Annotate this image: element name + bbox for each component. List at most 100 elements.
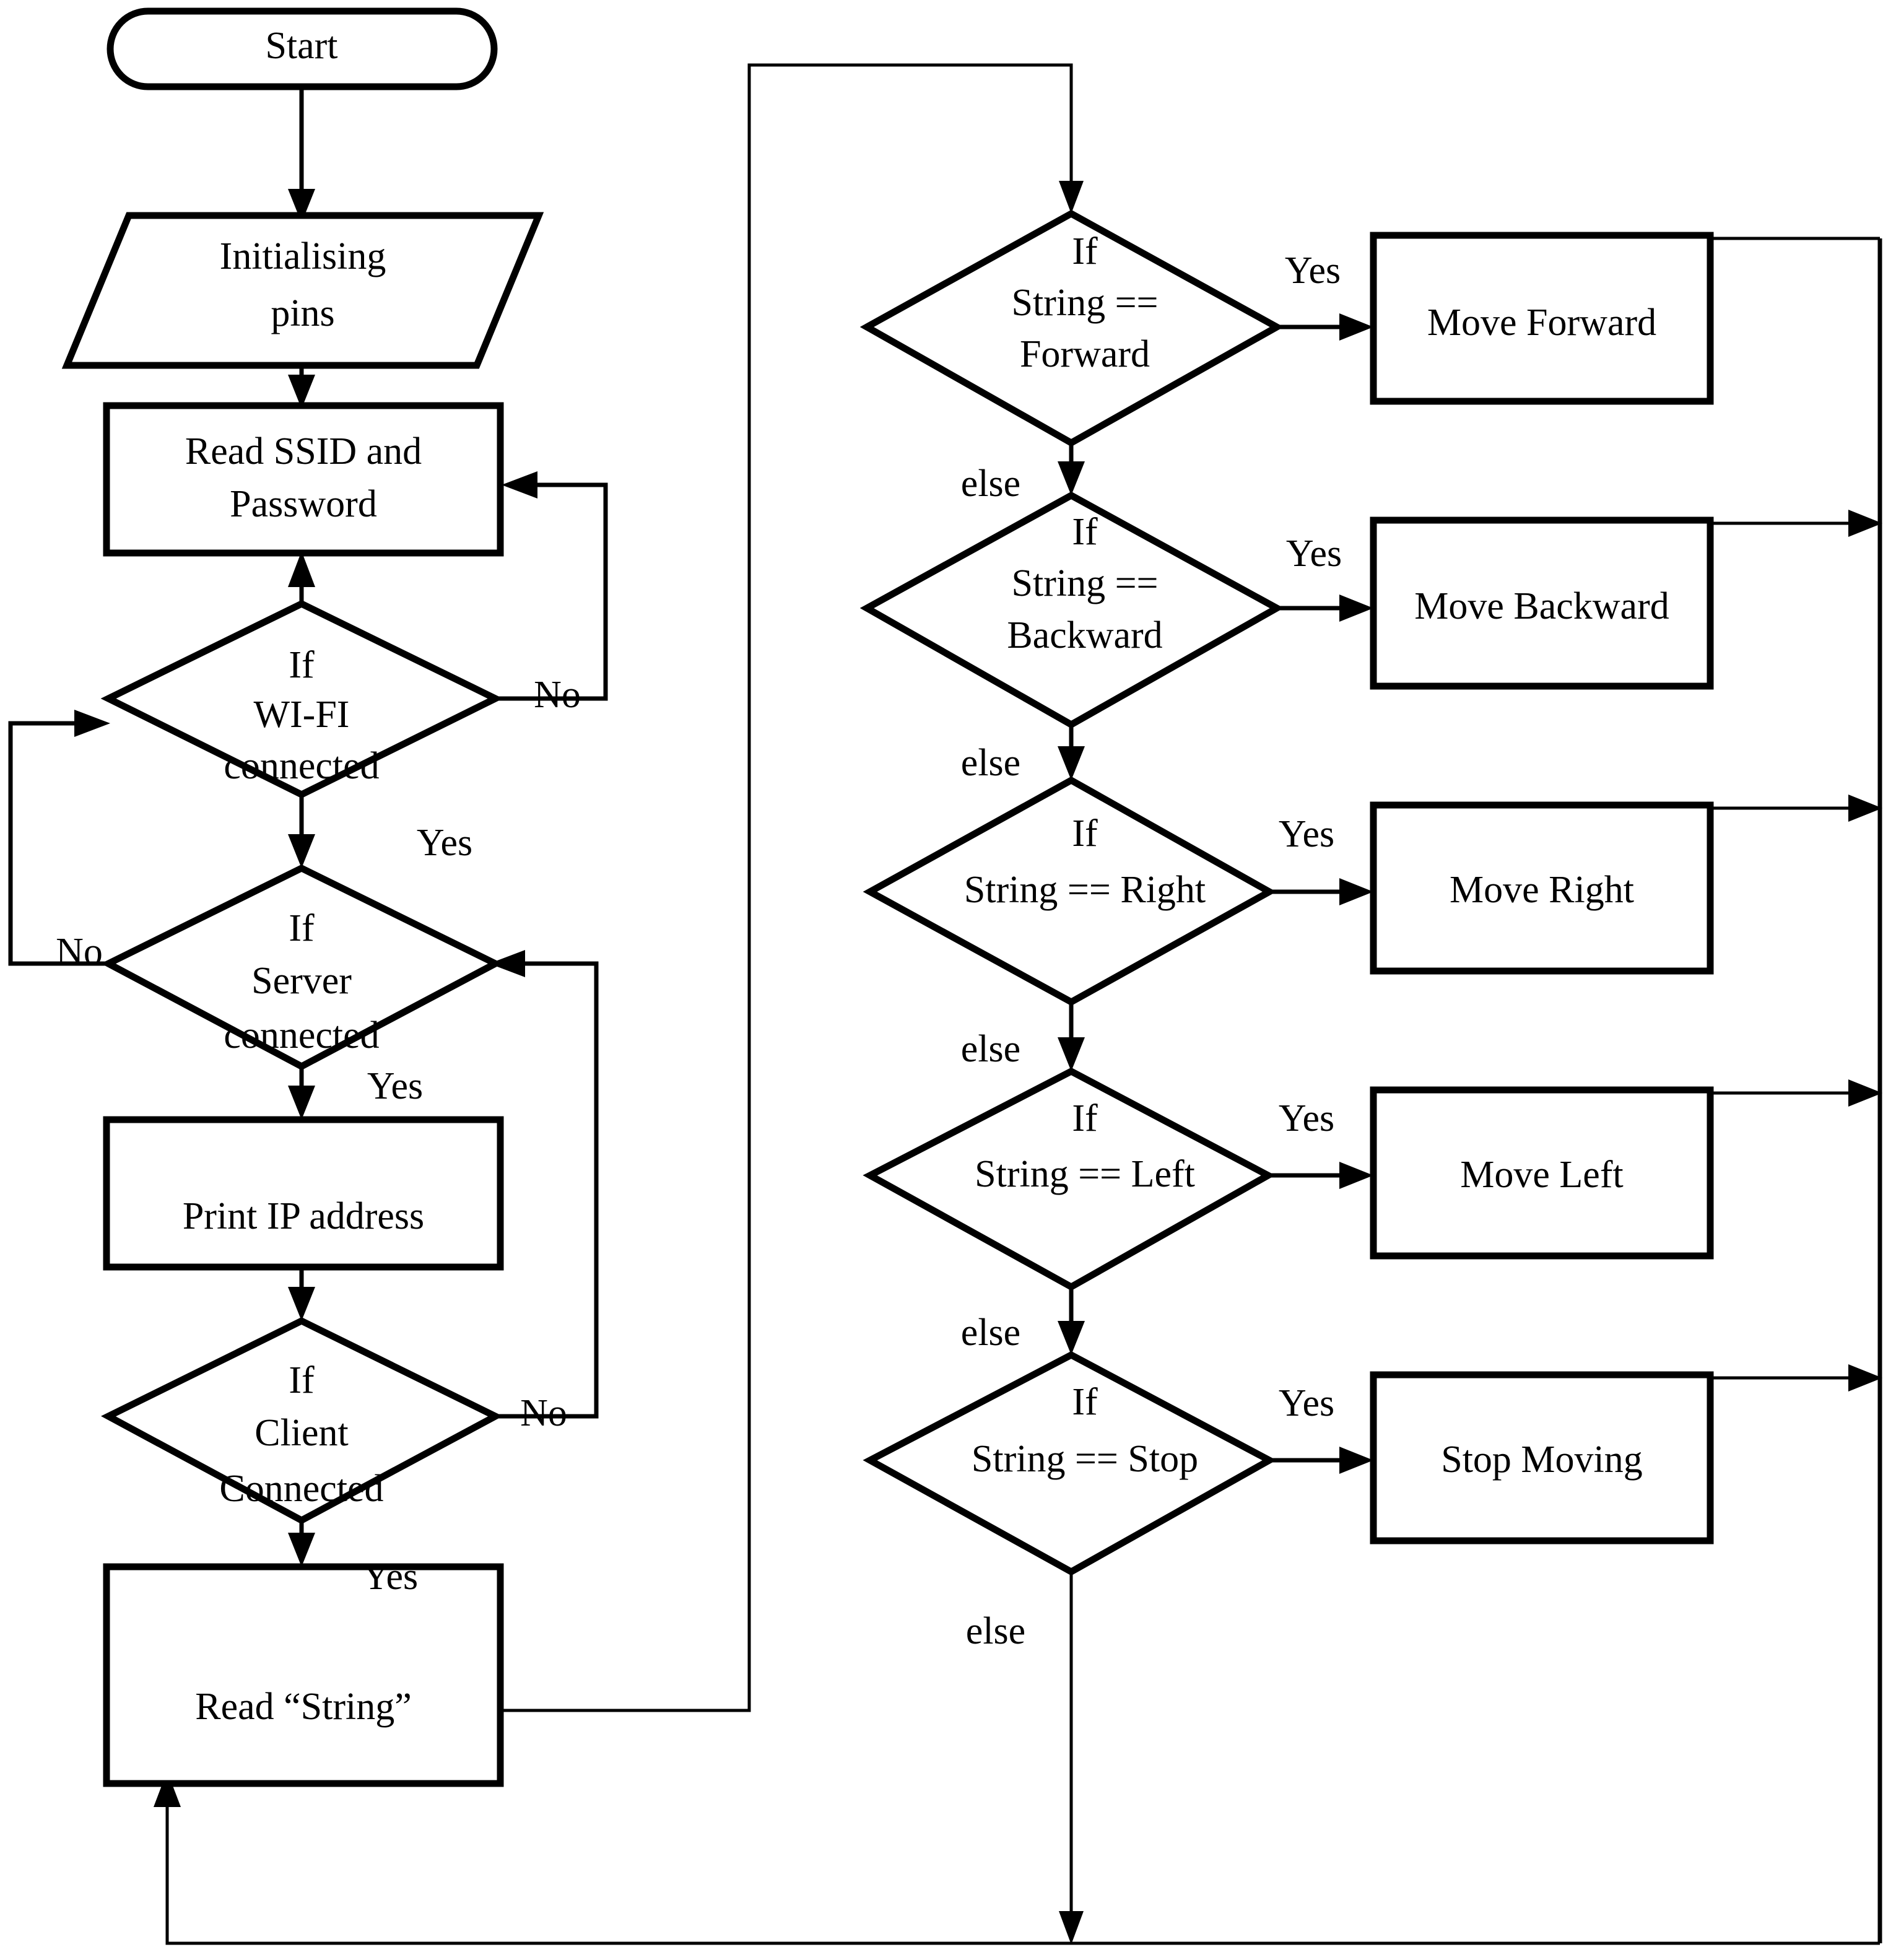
read-ssid-password-label-line2: Password bbox=[230, 483, 377, 525]
arrowhead-ifforward-else bbox=[1058, 461, 1085, 495]
edge-label-stop-else: else bbox=[966, 1610, 1025, 1652]
edge-ifclient-no-loop bbox=[495, 961, 599, 1419]
arrowhead-ifserver-yes bbox=[288, 1086, 315, 1120]
if-client-connected-shape bbox=[101, 1317, 503, 1525]
edge-labels-layer: No Yes No Yes No Yes Yes else Yes else Y… bbox=[56, 250, 1342, 1652]
node-start[interactable]: Start bbox=[107, 7, 498, 90]
arrowhead-ifleft-else bbox=[1058, 1321, 1085, 1355]
edge-label-forward-yes: Yes bbox=[1285, 250, 1341, 292]
edge-label-server-no: No bbox=[56, 931, 103, 973]
if-wifi-connected-shape bbox=[100, 599, 503, 799]
if-string-right-shape bbox=[863, 776, 1277, 1006]
if-right-label-line2: String == Right bbox=[964, 869, 1206, 911]
print-ip-address-shape bbox=[103, 1116, 504, 1271]
edge-ifserver-no-loop bbox=[8, 721, 108, 966]
node-if-string-left[interactable]: If String == Left bbox=[863, 1067, 1276, 1291]
arrowhead-movebackward-bus bbox=[1848, 510, 1882, 537]
if-client-label-line1: If bbox=[289, 1359, 315, 1401]
move-right-label: Move Right bbox=[1450, 869, 1634, 911]
read-string-shape bbox=[103, 1563, 504, 1787]
print-ip-address-label: Print IP address bbox=[183, 1195, 424, 1237]
node-print-ip-address[interactable]: Print IP address bbox=[103, 1116, 504, 1271]
if-server-label-line3: connected bbox=[224, 1014, 379, 1056]
node-initialising-pins[interactable]: Initialising pins bbox=[61, 212, 544, 369]
if-stop-label-line2: String == Stop bbox=[972, 1438, 1198, 1480]
edge-label-stop-yes: Yes bbox=[1279, 1382, 1334, 1424]
arrowhead-ifbackward-else bbox=[1058, 746, 1085, 780]
if-backward-label-line3: Backward bbox=[1007, 614, 1162, 656]
if-string-stop-shape bbox=[863, 1351, 1277, 1576]
if-server-label-line1: If bbox=[289, 907, 315, 949]
if-right-label-line1: If bbox=[1072, 812, 1098, 855]
node-if-wifi-connected[interactable]: If WI-FI connected bbox=[100, 599, 503, 799]
edge-bottom-bus-to-readstring bbox=[165, 1784, 1880, 1945]
node-if-server-connected[interactable]: If Server connected bbox=[100, 864, 503, 1071]
arrowhead-ifwifi-yes bbox=[288, 834, 315, 868]
arrowhead-ifright-yes bbox=[1339, 878, 1373, 905]
node-if-string-stop[interactable]: If String == Stop bbox=[863, 1351, 1277, 1576]
edge-label-right-else: else bbox=[961, 1028, 1020, 1070]
if-client-label-line2: Client bbox=[254, 1412, 349, 1454]
if-backward-label-line2: String == bbox=[1011, 562, 1158, 604]
initialising-pins-label-line1: Initialising bbox=[220, 235, 386, 277]
move-forward-label: Move Forward bbox=[1427, 302, 1656, 344]
edge-label-backward-yes: Yes bbox=[1286, 533, 1342, 575]
node-move-right[interactable]: Move Right bbox=[1370, 801, 1714, 975]
if-wifi-label-line2: WI-FI bbox=[254, 694, 350, 736]
node-move-backward[interactable]: Move Backward bbox=[1370, 516, 1714, 690]
arrowhead-ifclient-yes bbox=[288, 1533, 315, 1567]
read-string-label: Read “String” bbox=[195, 1686, 412, 1728]
edge-label-right-yes: Yes bbox=[1279, 813, 1334, 855]
arrowhead-ifright-else bbox=[1058, 1037, 1085, 1071]
node-if-client-connected[interactable]: If Client Connected bbox=[101, 1317, 503, 1525]
if-forward-label-line1: If bbox=[1072, 230, 1098, 272]
arrowhead-ifclient-no bbox=[489, 950, 525, 977]
arrowhead-ifstop-yes bbox=[1339, 1447, 1373, 1474]
edge-label-client-no: No bbox=[520, 1392, 567, 1434]
initialising-pins-shape bbox=[61, 212, 544, 369]
stop-moving-shape bbox=[1370, 1371, 1714, 1544]
arrowhead-ifleft-yes bbox=[1339, 1162, 1373, 1189]
arrowhead-moveleft-bus bbox=[1848, 1079, 1882, 1107]
if-wifi-label-line3: connected bbox=[224, 745, 379, 787]
start-terminator-shape bbox=[107, 7, 498, 90]
edge-readstring-to-ifforward bbox=[500, 63, 1073, 1712]
if-left-label-line1: If bbox=[1072, 1097, 1098, 1139]
edge-label-left-yes: Yes bbox=[1279, 1097, 1334, 1139]
arrowhead-ifwifi-no bbox=[502, 471, 537, 499]
if-backward-label-line1: If bbox=[1072, 511, 1098, 553]
arrowhead-moveright-bus bbox=[1848, 795, 1882, 822]
move-forward-shape bbox=[1370, 232, 1714, 405]
node-if-string-forward[interactable]: If String == Forward bbox=[859, 209, 1284, 447]
move-backward-label: Move Backward bbox=[1414, 585, 1669, 627]
arrowhead-ifbackward-yes bbox=[1339, 595, 1373, 622]
if-client-label-line3: Connected bbox=[219, 1468, 383, 1510]
node-read-ssid-password[interactable]: Read SSID and Password bbox=[103, 402, 504, 557]
start-label: Start bbox=[265, 25, 337, 67]
if-forward-label-line2: String == bbox=[1011, 282, 1158, 324]
node-move-left[interactable]: Move Left bbox=[1370, 1086, 1714, 1260]
arrowhead-readstring-ifforward bbox=[1059, 181, 1084, 214]
move-left-shape bbox=[1370, 1086, 1714, 1260]
edge-label-left-else: else bbox=[961, 1312, 1020, 1354]
arrowhead-ifforward-yes bbox=[1339, 313, 1373, 341]
arrowhead-ifwifi-readcreds-up bbox=[288, 551, 315, 587]
node-stop-moving[interactable]: Stop Moving bbox=[1370, 1371, 1714, 1544]
if-left-label-line2: String == Left bbox=[975, 1153, 1195, 1195]
edge-label-backward-else: else bbox=[961, 742, 1020, 784]
if-server-label-line2: Server bbox=[251, 960, 352, 1002]
connectors-layer bbox=[8, 63, 1882, 1945]
node-read-string[interactable]: Read “String” bbox=[103, 1563, 504, 1787]
if-stop-label-line1: If bbox=[1072, 1381, 1098, 1423]
node-move-forward[interactable]: Move Forward bbox=[1370, 232, 1714, 405]
edge-label-server-yes: Yes bbox=[367, 1065, 423, 1107]
read-ssid-password-shape bbox=[103, 402, 504, 557]
node-if-string-backward[interactable]: If String == Backward bbox=[859, 491, 1284, 729]
if-wifi-label-line1: If bbox=[289, 644, 315, 686]
node-if-string-right[interactable]: If String == Right bbox=[863, 776, 1277, 1006]
arrowhead-printip-ifclient bbox=[288, 1287, 315, 1321]
arrowhead-ifstop-else bbox=[1059, 1911, 1084, 1945]
if-server-connected-shape bbox=[100, 864, 503, 1071]
